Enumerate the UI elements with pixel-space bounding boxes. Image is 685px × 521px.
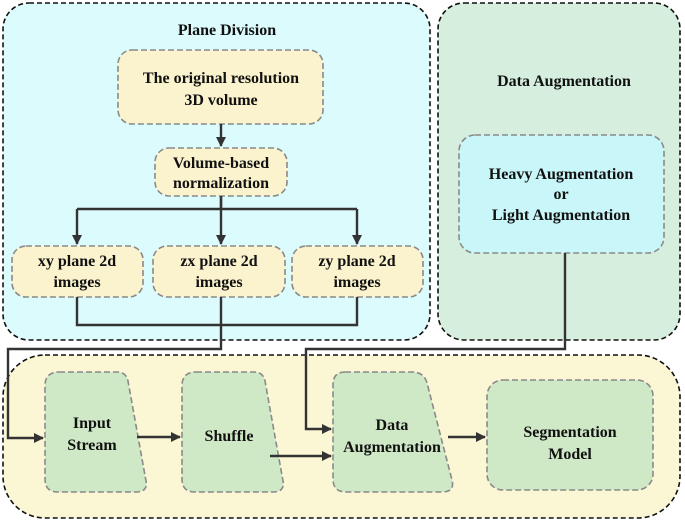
input-stream-line2: Stream — [67, 437, 117, 454]
zx-plane-box — [152, 245, 286, 298]
plane-division-title: Plane Division — [178, 22, 276, 39]
augmentation-choice-box — [458, 134, 665, 254]
zy-plane-line1: zy plane 2d — [318, 253, 395, 270]
original-volume-line2: 3D volume — [184, 92, 257, 109]
zx-plane-line2: images — [195, 274, 242, 291]
input-stream-line1: Input — [73, 415, 112, 432]
xy-plane-line1: xy plane 2d — [38, 253, 116, 270]
original-volume-box — [117, 49, 324, 125]
segmentation-model-line1: Segmentation — [523, 424, 616, 441]
merge-to-input-stream-arrow — [6, 297, 223, 444]
normalization-line1: Volume-based — [173, 155, 269, 172]
augmentation-choice-line3: Light Augmentation — [492, 207, 630, 224]
original-volume-line1: The original resolution — [143, 70, 299, 87]
input-stream-block — [44, 371, 148, 493]
data-augmentation-block-line1: Data — [376, 417, 409, 434]
data-augmentation-title: Data Augmentation — [497, 73, 631, 90]
xy-plane-line2: images — [53, 274, 100, 291]
augmentation-choice-line2: or — [553, 186, 568, 203]
planes-merge-bar — [75, 297, 359, 327]
data-augmentation-block-line2: Augmentation — [343, 439, 441, 456]
segmentation-model-line2: Model — [548, 446, 592, 463]
data-augmentation-block — [332, 371, 454, 493]
zy-plane-line2: images — [333, 274, 380, 291]
connectors — [6, 124, 567, 462]
aug-choice-to-augmentation-arrow — [304, 253, 567, 435]
augmentation-choice-line1: Heavy Augmentation — [489, 166, 634, 183]
shuffle-label: Shuffle — [205, 428, 254, 445]
normalization-line2: normalization — [173, 175, 269, 192]
zx-plane-line1: zx plane 2d — [180, 253, 257, 270]
shuffle-block — [181, 371, 285, 493]
segmentation-model-block — [486, 379, 654, 491]
